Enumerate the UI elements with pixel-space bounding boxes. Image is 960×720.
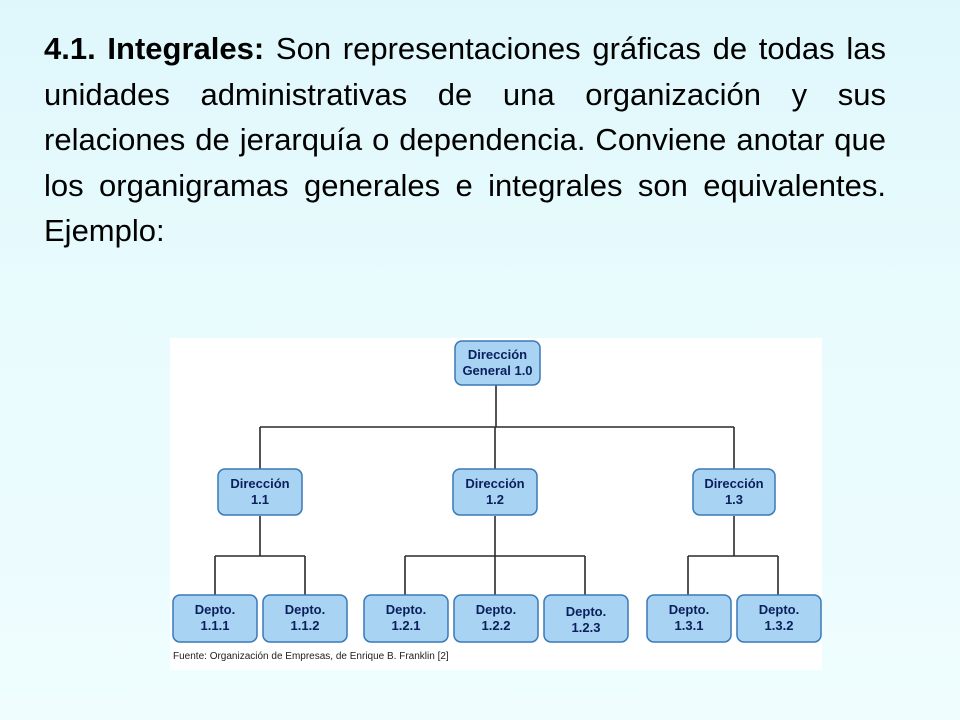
- definition-text: Son representaciones gráficas de todas l…: [44, 31, 886, 248]
- node-depto-1-2-1: Depto. 1.2.1: [363, 594, 449, 643]
- node-label-line2: 1.3: [725, 492, 743, 507]
- node-depto-1-3-1: Depto. 1.3.1: [646, 594, 732, 643]
- node-label-line1: Depto.: [195, 602, 235, 617]
- node-label-line1: Dirección: [230, 476, 289, 491]
- node-label-line1: Depto.: [386, 602, 426, 617]
- node-depto-1-1-2: Depto. 1.1.2: [262, 594, 348, 643]
- node-label-line1: Depto.: [285, 602, 325, 617]
- org-chart-figure: Dirección General 1.0 Dirección 1.1 Dire…: [170, 338, 822, 670]
- node-depto-1-2-2: Depto. 1.2.2: [453, 594, 539, 643]
- node-depto-1-3-2: Depto. 1.3.2: [736, 594, 822, 643]
- node-label-line2: 1.2: [486, 492, 504, 507]
- node-label-line2: 1.1.1: [201, 618, 230, 633]
- node-direccion-general: Dirección General 1.0: [454, 340, 541, 386]
- node-label-line1: Depto.: [669, 602, 709, 617]
- node-label-line1: Dirección: [704, 476, 763, 491]
- section-heading: 4.1. Integrales:: [44, 31, 265, 66]
- node-direccion-1-2: Dirección 1.2: [452, 468, 538, 516]
- node-label-line2: 1.1: [251, 492, 269, 507]
- connector-lines: [214, 376, 779, 595]
- node-label-line1: Depto.: [566, 604, 606, 619]
- node-label-line2: 1.2.3: [572, 620, 601, 635]
- node-direccion-1-1: Dirección 1.1: [217, 468, 303, 516]
- node-depto-1-2-3: Depto. 1.2.3: [543, 594, 629, 643]
- node-label-line2: 1.2.2: [482, 618, 511, 633]
- node-label-line2: 1.3.1: [675, 618, 704, 633]
- definition-paragraph: 4.1. Integrales: Son representaciones gr…: [44, 26, 886, 254]
- node-label-line1: Dirección: [465, 476, 524, 491]
- node-direccion-1-3: Dirección 1.3: [692, 468, 776, 516]
- node-label-line1: Depto.: [759, 602, 799, 617]
- node-label-line2: 1.3.2: [765, 618, 794, 633]
- org-chart: Dirección General 1.0 Dirección 1.1 Dire…: [172, 340, 822, 662]
- node-label-line2: 1.1.2: [291, 618, 320, 633]
- node-depto-1-1-1: Depto. 1.1.1: [172, 594, 258, 643]
- node-label-line1: Dirección: [468, 347, 527, 362]
- node-label-line2: 1.2.1: [392, 618, 421, 633]
- node-label-line1: Depto.: [476, 602, 516, 617]
- source-caption: Fuente: Organización de Empresas, de Enr…: [173, 651, 449, 662]
- node-label-line2: General 1.0: [462, 363, 532, 378]
